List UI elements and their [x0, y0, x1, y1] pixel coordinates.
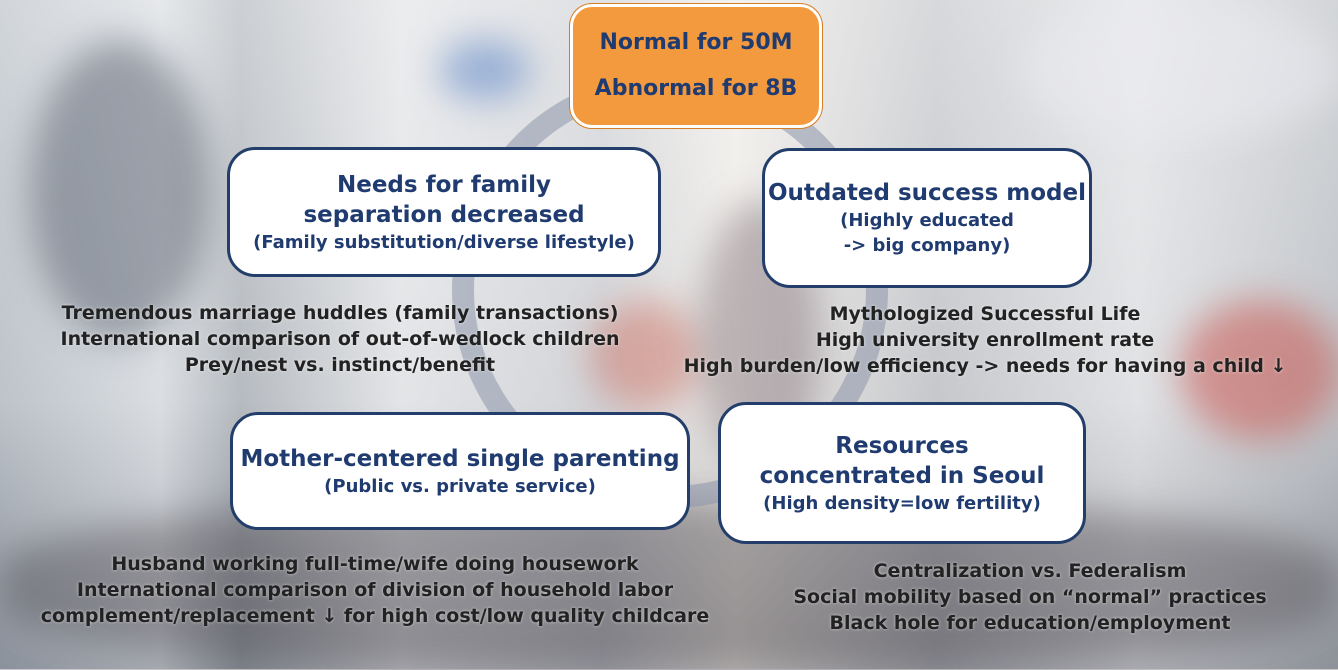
mother-note: International comparison of division of … [76, 579, 674, 601]
family-notes: Tremendous marriage huddles (family tran… [40, 300, 640, 378]
seoul-note: Social mobility based on “normal” practi… [793, 586, 1267, 608]
family-separation-node: Needs for family separation decreased (F… [227, 147, 661, 277]
seoul-note: Centralization vs. Federalism [873, 560, 1187, 582]
success-node-line-1: Outdated success model [767, 180, 1086, 206]
central-node-line-1: Normal for 50M [599, 30, 793, 55]
family-note: International comparison of out-of-wedlo… [60, 328, 620, 350]
mother-note: complement/replacement ↓ for high cost/l… [40, 605, 710, 627]
central-node: Normal for 50M Abnormal for 8B [570, 4, 822, 128]
success-node-line-2: (Highly educated [840, 210, 1014, 231]
family-node-line-2: separation decreased [303, 201, 585, 228]
mother-node-line-1: Mother-centered single parenting [240, 445, 680, 472]
success-node-line-3: -> big company) [843, 235, 1011, 256]
seoul-node-line-3: (High density=low fertility) [763, 492, 1041, 514]
single-parenting-node: Mother-centered single parenting (Public… [230, 412, 690, 530]
mother-node-line-2: (Public vs. private service) [324, 475, 596, 497]
success-note: High burden/low efficiency -> needs for … [683, 355, 1287, 377]
success-notes: Mythologized Successful Life High univer… [680, 301, 1290, 379]
mother-note: Husband working full-time/wife doing hou… [111, 553, 639, 575]
family-node-line-1: Needs for family [336, 171, 552, 198]
family-node-line-3: (Family substitution/diverse lifestyle) [253, 231, 635, 253]
seoul-node-line-2: concentrated in Seoul [759, 462, 1045, 489]
family-note: Tremendous marriage huddles (family tran… [61, 302, 619, 324]
seoul-notes: Centralization vs. Federalism Social mob… [770, 558, 1290, 636]
central-node-line-2: Abnormal for 8B [594, 76, 798, 101]
seoul-node-line-1: Resources [835, 432, 969, 459]
mother-notes: Husband working full-time/wife doing hou… [30, 551, 720, 629]
family-note: Prey/nest vs. instinct/benefit [184, 354, 496, 376]
success-note: Mythologized Successful Life [829, 303, 1141, 325]
success-note: High university enrollment rate [815, 329, 1155, 351]
seoul-note: Black hole for education/employment [829, 612, 1231, 634]
seoul-resources-node: Resources concentrated in Seoul (High de… [718, 402, 1086, 544]
success-model-node: Outdated success model (Highly educated … [762, 148, 1092, 288]
